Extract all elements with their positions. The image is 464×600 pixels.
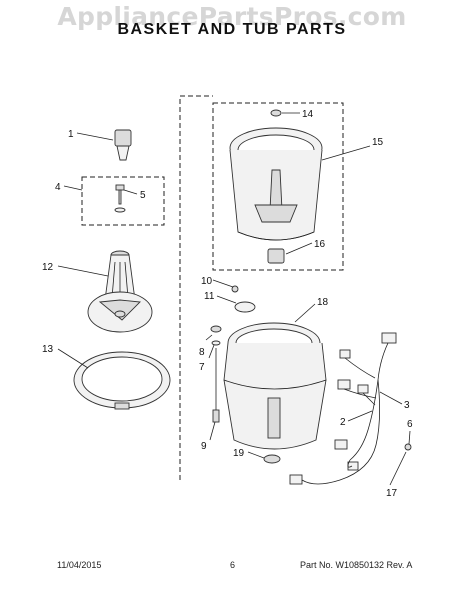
seal-part: [263, 454, 281, 464]
callout-18: 18: [317, 297, 329, 308]
plate-part: [234, 301, 256, 313]
grommet-part: [210, 325, 222, 346]
footer-part-number: Part No. W10850132 Rev. A: [300, 560, 413, 570]
callout-4: 4: [55, 182, 61, 193]
rod-end-part: [212, 409, 220, 423]
agitator-part: [87, 250, 153, 333]
nut-part: [231, 285, 239, 293]
callout-8: 8: [199, 347, 205, 358]
callout-1: 1: [68, 129, 74, 140]
watermark: AppliancePartsPros.com: [57, 2, 407, 31]
callout-7: 7: [199, 362, 205, 373]
callout-10: 10: [201, 276, 213, 287]
callout-16: 16: [314, 239, 326, 250]
agitator-cap-part: [114, 129, 132, 161]
tub-part: [223, 322, 327, 450]
bolt-part: [114, 184, 126, 213]
wire-harness-part: [289, 332, 412, 485]
callout-6: 6: [407, 419, 413, 430]
callout-3: 3: [404, 400, 410, 411]
basket-group-box: [212, 102, 344, 271]
callout-13: 13: [42, 344, 54, 355]
callout-5: 5: [140, 190, 146, 201]
callout-17: 17: [386, 488, 398, 499]
callout-2: 2: [340, 417, 346, 428]
page-title: BASKET AND TUB PARTS: [117, 21, 347, 38]
callout-11: 11: [204, 291, 215, 302]
callout-9: 9: [201, 441, 207, 452]
callout-15: 15: [372, 137, 384, 148]
balance-ring-part: [73, 351, 171, 410]
basket-part: [229, 127, 323, 241]
hub-part: [267, 248, 285, 264]
bolt-group-box: [81, 176, 165, 226]
footer-date: 11/04/2015: [57, 560, 102, 570]
callout-14: 14: [302, 109, 314, 120]
callout-12: 12: [42, 262, 54, 273]
footer-page-number: 6: [230, 560, 236, 570]
connector-dashed-line: [179, 95, 213, 480]
basket-nut-part: [270, 109, 282, 117]
callout-19: 19: [233, 448, 245, 459]
